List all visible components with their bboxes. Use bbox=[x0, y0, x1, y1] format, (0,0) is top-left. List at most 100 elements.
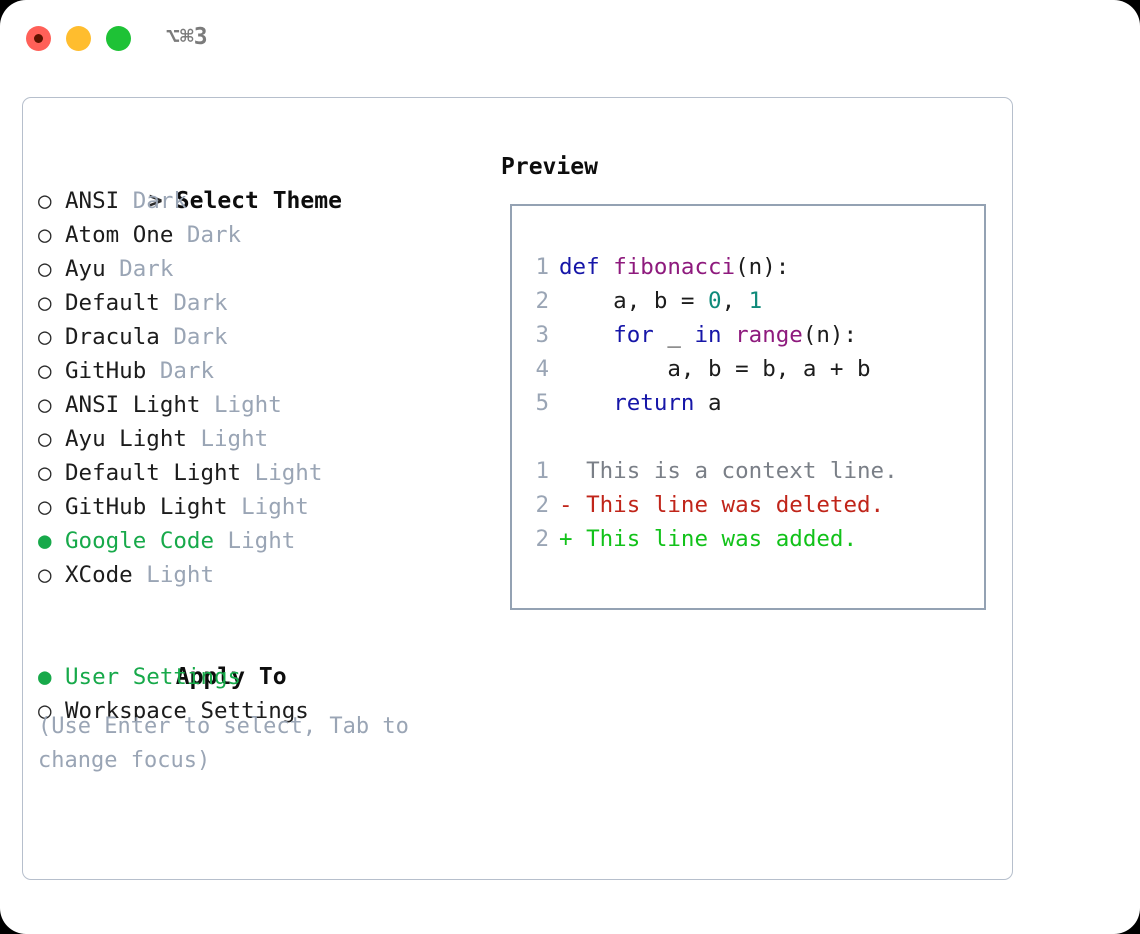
line-number: 3 bbox=[535, 322, 549, 348]
radio-unselected-icon: ○ bbox=[38, 222, 52, 248]
title-bar: ⌥⌘3 bbox=[0, 0, 1140, 76]
code-token: a, b = bbox=[559, 288, 709, 314]
line-number: 1 bbox=[535, 254, 549, 280]
prompt-caret-icon: > bbox=[148, 188, 163, 214]
theme-option-category: Dark bbox=[119, 188, 187, 214]
apply-to-option-workspace-settings[interactable]: ○ Workspace Settings bbox=[38, 694, 478, 728]
theme-option-label: Default bbox=[65, 290, 160, 316]
line-number: 2 bbox=[535, 288, 549, 314]
radio-unselected-icon: ○ bbox=[38, 460, 52, 486]
code-token: 1 bbox=[748, 288, 763, 314]
theme-option-default-light[interactable]: ○ Default Light Light bbox=[38, 456, 478, 490]
theme-option-category: Dark bbox=[159, 290, 228, 316]
radio-unselected-icon: ○ bbox=[38, 562, 52, 588]
apply-to-option-label: User Settings bbox=[65, 664, 242, 690]
theme-picker: >Select Theme ○ANSI Dark○Atom One Dark○A… bbox=[38, 150, 478, 728]
theme-option-label: XCode bbox=[65, 562, 133, 588]
code-line-text: for _ in range(n): bbox=[559, 322, 857, 348]
theme-option-label: GitHub bbox=[65, 358, 147, 384]
theme-option-category: Light bbox=[200, 392, 282, 418]
theme-option-category: Dark bbox=[146, 358, 215, 384]
diff-line: 2+ This line was added. bbox=[523, 522, 978, 556]
code-line: 5 return a bbox=[523, 386, 978, 420]
apply-to-option-user-settings[interactable]: ● User Settings bbox=[38, 660, 478, 694]
theme-list: ○ANSI Dark○Atom One Dark○Ayu Dark○Defaul… bbox=[38, 184, 478, 592]
theme-option-label: Atom One bbox=[65, 222, 174, 248]
theme-option-dracula[interactable]: ○Dracula Dark bbox=[38, 320, 478, 354]
code-token bbox=[559, 390, 613, 416]
radio-unselected-icon: ○ bbox=[38, 358, 52, 384]
line-number: 2 bbox=[535, 492, 549, 518]
theme-option-xcode[interactable]: ○ XCode Light bbox=[38, 558, 478, 592]
diff-line: 2 - This line was deleted. bbox=[523, 488, 978, 522]
theme-option-default[interactable]: ○Default Dark bbox=[38, 286, 478, 320]
theme-option-google-code[interactable]: ●Google Code Light bbox=[38, 524, 478, 558]
theme-option-atom-one[interactable]: ○Atom One Dark bbox=[38, 218, 478, 252]
window-title: ⌥⌘3 bbox=[166, 24, 208, 50]
content-panel: >Select Theme ○ANSI Dark○Atom One Dark○A… bbox=[22, 97, 1013, 880]
diff-line-text: + This line was added. bbox=[559, 526, 858, 552]
theme-option-category: Light bbox=[132, 562, 215, 588]
apply-to-list: ● User Settings ○ Workspace Settings bbox=[38, 660, 478, 728]
code-line-text: a, b = b, a + b bbox=[559, 356, 871, 382]
radio-unselected-icon: ○ bbox=[38, 188, 52, 214]
code-token: (n): bbox=[802, 322, 858, 348]
code-line-text: a, b = 0, 1 bbox=[559, 288, 762, 314]
code-line-text: def fibonacci(n): bbox=[559, 254, 789, 280]
apply-to-header: ○Apply To bbox=[38, 626, 478, 690]
theme-option-ansi-light[interactable]: ○ ANSI Light Light bbox=[38, 388, 478, 422]
theme-option-label: ANSI Light bbox=[65, 392, 201, 418]
code-line: 2 a, b = 0, 1 bbox=[523, 284, 978, 318]
theme-option-category: Dark bbox=[159, 324, 228, 350]
line-number: 5 bbox=[535, 390, 549, 416]
minimize-window-button[interactable] bbox=[66, 26, 91, 51]
radio-unselected-icon: ○ bbox=[38, 494, 52, 520]
theme-option-category: Light bbox=[227, 494, 309, 520]
section-spacer bbox=[38, 592, 478, 626]
theme-option-category: Light bbox=[214, 528, 296, 554]
code-token: (n): bbox=[735, 254, 790, 280]
line-number: 1 bbox=[535, 458, 549, 484]
preview-title: Preview bbox=[501, 154, 598, 180]
code-token: 0 bbox=[708, 288, 722, 314]
apply-to-option-label: Workspace Settings bbox=[65, 698, 309, 724]
theme-option-label: Ayu bbox=[65, 256, 106, 282]
code-token: a bbox=[694, 390, 722, 416]
code-token: fibonacci bbox=[613, 254, 736, 280]
theme-option-category: Light bbox=[186, 426, 269, 452]
radio-unselected-icon: ○ bbox=[38, 324, 52, 350]
theme-option-category: Light bbox=[241, 460, 323, 486]
code-token: return bbox=[613, 390, 695, 416]
theme-option-ayu-light[interactable]: ○Ayu Light Light bbox=[38, 422, 478, 456]
theme-option-ayu[interactable]: ○Ayu Dark bbox=[38, 252, 478, 286]
radio-unselected-icon: ○ bbox=[38, 392, 52, 418]
theme-option-ansi[interactable]: ○ANSI Dark bbox=[38, 184, 478, 218]
keyboard-hint: (Use Enter to select, Tab to change focu… bbox=[38, 714, 423, 773]
code-token: def bbox=[559, 254, 614, 280]
code-token bbox=[559, 322, 613, 348]
code-line: 4 a, b = b, a + b bbox=[523, 352, 978, 386]
code-line: 1 def fibonacci(n): bbox=[523, 250, 978, 284]
code-token: , bbox=[721, 288, 749, 314]
theme-option-label: Ayu Light bbox=[65, 426, 187, 452]
theme-option-github[interactable]: ○ GitHub Dark bbox=[38, 354, 478, 388]
theme-option-label: GitHub Light bbox=[65, 494, 228, 520]
diff-line-text: - This line was deleted. bbox=[559, 492, 885, 518]
maximize-window-button[interactable] bbox=[106, 26, 131, 51]
radio-unselected-icon: ○ bbox=[38, 698, 52, 724]
code-token: a, b = b, a + b bbox=[559, 356, 871, 382]
code-diff-separator bbox=[523, 420, 978, 454]
line-number: 4 bbox=[535, 356, 549, 382]
close-window-button[interactable] bbox=[26, 26, 51, 51]
code-line-text: return a bbox=[559, 390, 722, 416]
theme-option-label: Default Light bbox=[65, 460, 242, 486]
code-token: for bbox=[613, 322, 654, 348]
theme-option-github-light[interactable]: ○ GitHub Light Light bbox=[38, 490, 478, 524]
diff-line-text: This is a context line. bbox=[559, 458, 898, 484]
radio-selected-icon: ● bbox=[38, 664, 52, 690]
code-token: _ bbox=[653, 322, 695, 348]
